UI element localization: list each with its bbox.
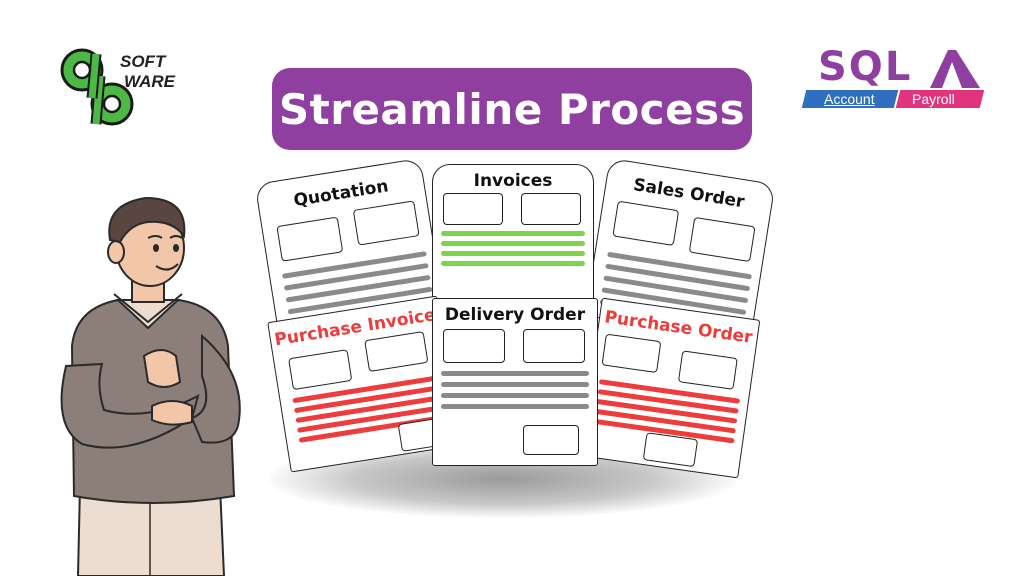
account-band: Account	[801, 90, 899, 108]
purchase-order-box-1	[601, 333, 662, 374]
sql-logo: SQL Account Payroll	[800, 44, 990, 124]
payroll-text: Payroll	[912, 91, 955, 107]
payroll-band: Payroll	[895, 90, 985, 108]
page-title: Streamline Process	[278, 84, 746, 134]
delivery-order-line	[441, 404, 589, 409]
delivery-order-title: Delivery Order	[444, 305, 586, 325]
sales-order-box-1	[612, 200, 680, 246]
delivery-order-line	[441, 371, 589, 376]
delivery-order-line	[441, 382, 589, 387]
invoices-line	[441, 251, 585, 256]
sql-swoosh-icon	[930, 50, 980, 88]
logo-ware-text: WARE	[124, 72, 175, 91]
purchase-order-box-3	[642, 432, 699, 468]
quotation-box-1	[276, 216, 344, 262]
invoices-line	[441, 231, 585, 236]
delivery-order-box-2	[523, 329, 585, 363]
delivery-order-box-3	[523, 425, 579, 455]
title-banner: Streamline Process	[272, 68, 752, 150]
invoices-box-1	[443, 193, 503, 225]
invoices-line	[441, 241, 585, 246]
sql-brand-text: SQL	[818, 44, 913, 90]
purchase-order-card: Purchase Order	[579, 297, 761, 479]
invoices-line	[441, 261, 585, 266]
software-logo: SOFT WARE	[58, 46, 188, 136]
invoices-card: Invoices	[432, 164, 594, 314]
delivery-order-box-1	[443, 329, 505, 363]
purchase-order-box-2	[677, 350, 738, 390]
account-text: Account	[824, 91, 875, 107]
quotation-box-2	[352, 200, 420, 246]
delivery-order-card: Delivery Order	[432, 298, 598, 466]
thinking-man-illustration	[60, 196, 241, 576]
purchase-invoice-box-2	[364, 331, 429, 373]
purchase-invoice-box-1	[288, 349, 353, 391]
delivery-order-line	[441, 393, 589, 398]
96-logo-icon	[60, 48, 134, 126]
invoices-title: Invoices	[473, 171, 553, 191]
logo-soft-text: SOFT	[120, 52, 166, 71]
invoices-box-2	[521, 193, 581, 225]
sales-order-box-2	[688, 216, 756, 263]
